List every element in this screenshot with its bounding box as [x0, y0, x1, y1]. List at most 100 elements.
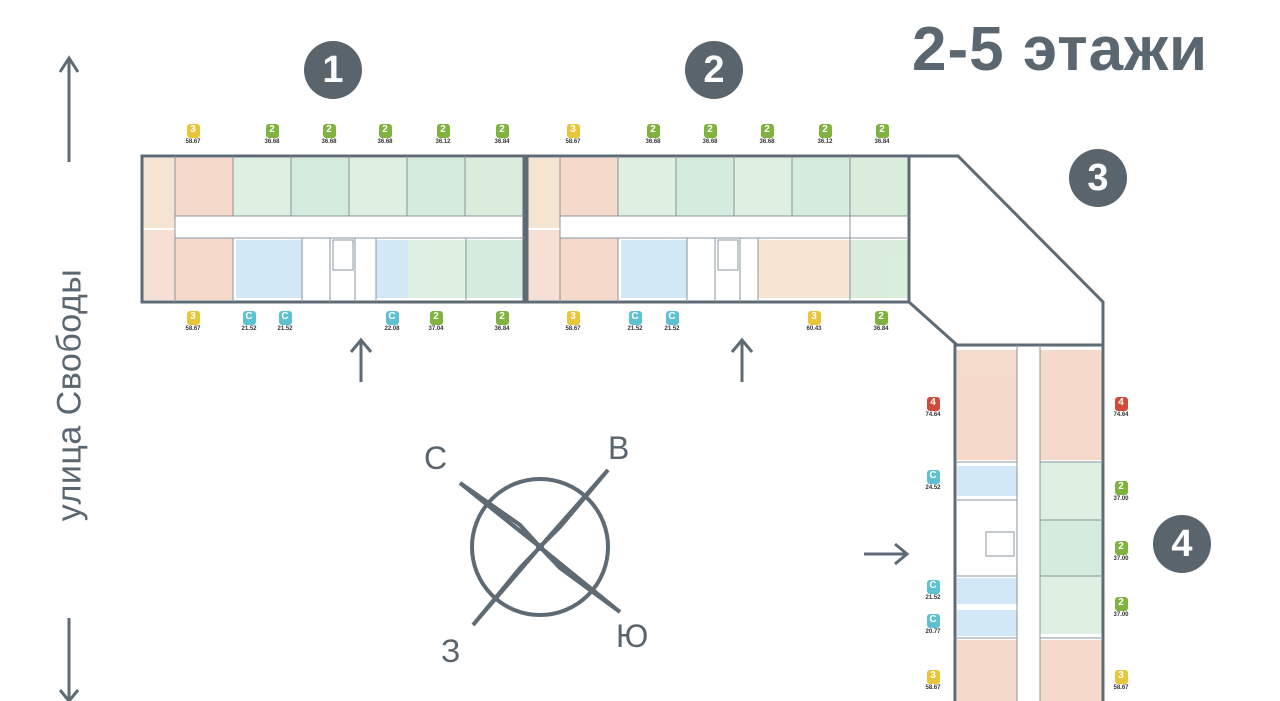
entrance-arrow-1: [349, 337, 373, 382]
apartment-area: 36.12: [435, 139, 451, 145]
street-arrow-up: [58, 55, 80, 162]
apartment-area: 36.68: [321, 139, 337, 145]
apartment-type-tag: С: [926, 614, 940, 628]
apartment-type-tag: 2: [1114, 541, 1128, 555]
apartment-type-tag: 4: [926, 397, 940, 411]
apartment-area: 22.08: [384, 326, 400, 332]
apartment-type-tag: 3: [807, 311, 821, 325]
apartment-type-tag: 3: [186, 124, 200, 138]
apartment-area: 37.00: [1113, 496, 1129, 502]
apartment-type-tag: 2: [875, 124, 889, 138]
section-1-marker: 1: [304, 41, 362, 99]
section-4-marker: 4: [1153, 515, 1211, 573]
apartment-area: 37.00: [1113, 612, 1129, 618]
entrance-arrow-2: [730, 337, 754, 382]
apartment-area: 58.67: [565, 139, 581, 145]
apartment-type-tag: 2: [1114, 597, 1128, 611]
apartment-type-tag: 2: [265, 124, 279, 138]
compass-west-label: З: [441, 633, 461, 669]
apartment-area: 36.84: [494, 139, 510, 145]
apartment-area: 21.52: [277, 326, 293, 332]
apartment-type-tag: 2: [495, 124, 509, 138]
section-1-rooms: [142, 158, 524, 300]
apartment-area: 58.67: [925, 685, 941, 691]
apartment-area: 21.52: [664, 326, 680, 332]
street-name-label: улица Свободы: [50, 268, 89, 522]
apartment-type-tag: 3: [926, 670, 940, 684]
apartment-area: 60.43: [806, 326, 822, 332]
apartment-area: 58.67: [185, 326, 201, 332]
apartment-area: 24.52: [925, 485, 941, 491]
apartment-area: 36.84: [874, 139, 890, 145]
apartment-area: 21.52: [925, 595, 941, 601]
apartment-area: 20.77: [925, 629, 941, 635]
apartment-area: 36.84: [873, 326, 889, 332]
apartment-type-tag: 2: [646, 124, 660, 138]
interior-partitions: [174, 156, 1103, 701]
section-2-marker: 2: [685, 41, 743, 99]
apartment-type-tag: 2: [818, 124, 832, 138]
apartment-area: 36.68: [759, 139, 775, 145]
apartment-type-tag: С: [926, 470, 940, 484]
entrance-arrow-4: [864, 542, 910, 566]
apartment-type-tag: С: [665, 311, 679, 325]
apartment-type-tag: 4: [1114, 397, 1128, 411]
compass-rose: [458, 468, 622, 627]
apartment-area: 74.64: [1113, 412, 1129, 418]
apartment-area: 36.68: [377, 139, 393, 145]
apartment-area: 58.67: [1113, 685, 1129, 691]
compass-south-label: Ю: [616, 618, 649, 654]
apartment-type-tag: С: [926, 580, 940, 594]
apartment-area: 36.68: [645, 139, 661, 145]
apartment-area: 36.12: [817, 139, 833, 145]
apartment-type-tag: 3: [566, 124, 580, 138]
apartment-type-tag: 2: [436, 124, 450, 138]
section-3-marker: 3: [1069, 149, 1127, 207]
apartment-type-tag: С: [278, 311, 292, 325]
apartment-area: 74.64: [925, 412, 941, 418]
apartment-type-tag: 2: [322, 124, 336, 138]
apartment-area: 21.52: [627, 326, 643, 332]
apartment-type-tag: 3: [186, 311, 200, 325]
compass-north-label: С: [424, 440, 448, 476]
apartment-area: 36.68: [264, 139, 280, 145]
section-4-rooms: [957, 350, 1102, 701]
apartment-area: 36.68: [702, 139, 718, 145]
apartment-area: 37.00: [1113, 556, 1129, 562]
apartment-type-tag: 2: [1114, 481, 1128, 495]
apartment-type-tag: 3: [1114, 670, 1128, 684]
apartment-type-tag: 2: [874, 311, 888, 325]
apartment-type-tag: С: [385, 311, 399, 325]
apartment-type-tag: 3: [566, 311, 580, 325]
apartment-area: 58.67: [565, 326, 581, 332]
apartment-type-tag: С: [628, 311, 642, 325]
apartment-area: 21.52: [241, 326, 257, 332]
apartment-type-tag: 2: [429, 311, 443, 325]
